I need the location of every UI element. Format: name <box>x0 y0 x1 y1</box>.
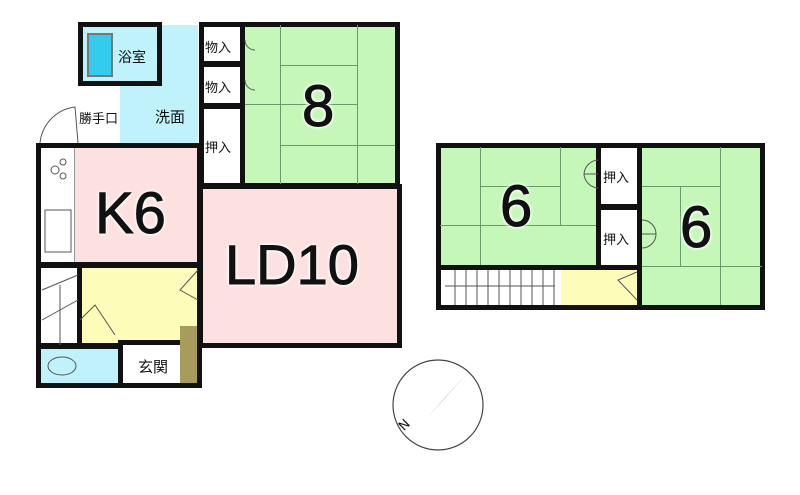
toilet <box>36 344 124 388</box>
label-entrance: 玄関 <box>138 358 169 376</box>
door-swing <box>179 269 199 301</box>
toilet-fixture <box>47 356 77 376</box>
shoe-cabinet <box>180 326 197 383</box>
stove-burner <box>50 165 60 175</box>
staircase <box>36 263 82 348</box>
label-room-6-left: 6 <box>499 174 533 240</box>
compass-needle <box>425 370 470 420</box>
label-storage-2: 物入 <box>205 81 232 96</box>
hallway-2f <box>561 265 642 310</box>
living-dining-room <box>198 184 402 348</box>
door-swing <box>641 219 657 249</box>
door-swing <box>617 271 638 301</box>
staircase-2f <box>436 265 566 310</box>
stair-treads <box>454 270 555 305</box>
label-room-6-right: 6 <box>679 195 713 261</box>
label-living-dining: LD10 <box>225 233 360 297</box>
label-tatami-8: 8 <box>301 74 335 140</box>
compass <box>392 359 484 451</box>
label-bath: 浴室 <box>118 50 146 66</box>
door-swing <box>583 159 599 189</box>
tatami-room-8 <box>238 22 400 188</box>
label-kitchen: K6 <box>95 181 167 247</box>
closet-bottom <box>596 205 642 270</box>
door-swing <box>244 39 256 91</box>
back-door-swing <box>39 106 79 144</box>
label-closet-bottom: 押入 <box>603 233 630 248</box>
storage-2 <box>199 62 245 108</box>
bathtub <box>87 33 113 77</box>
label-back-door: 勝手口 <box>79 112 119 127</box>
label-washroom: 洗面 <box>155 108 186 126</box>
compass-circle <box>392 359 484 451</box>
staircase-lines <box>41 274 79 345</box>
door-swing <box>79 304 116 336</box>
label-closet: 押入 <box>205 141 232 156</box>
sink <box>44 209 72 253</box>
tatami-room-6-left <box>436 143 602 270</box>
label-closet-top: 押入 <box>603 171 630 186</box>
label-storage-1: 物入 <box>205 41 232 56</box>
